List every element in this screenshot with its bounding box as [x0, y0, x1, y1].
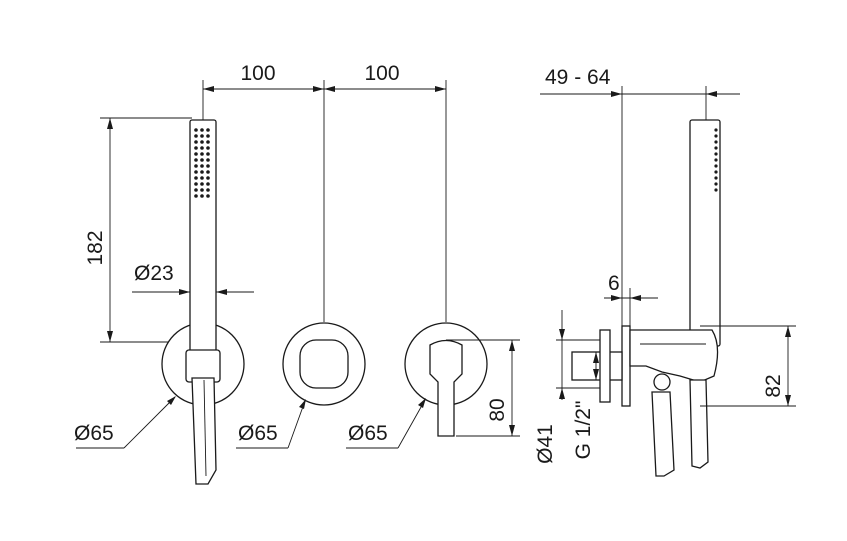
- thread-label: G 1/2": [572, 401, 595, 460]
- side-holder: [629, 329, 719, 383]
- side-nozzle-dot: [714, 182, 718, 186]
- handshower-diameter-label: Ø23: [134, 262, 174, 285]
- nozzle-dot: [206, 182, 210, 186]
- side-hose-1: [651, 391, 675, 477]
- nozzle-dot: [194, 194, 198, 198]
- hose: [191, 377, 217, 485]
- nozzle-dot: [194, 140, 198, 144]
- spacing-label-1: 100: [240, 62, 275, 85]
- nozzle-dot: [200, 146, 204, 150]
- nozzle-dot: [200, 194, 204, 198]
- side-view: 49 - 64 6 82 Ø41: [534, 66, 796, 477]
- spacing-label-2: 100: [364, 62, 399, 85]
- side-nozzle-dot: [714, 152, 718, 156]
- depth-range-label: 49 - 64: [545, 66, 611, 89]
- nozzle-dot: [200, 128, 204, 132]
- side-height-label: 82: [762, 374, 785, 397]
- nozzle-dot: [206, 194, 210, 198]
- diverter-plate-view: Ø65: [236, 98, 366, 449]
- nozzle-dot: [206, 176, 210, 180]
- nozzle-dot: [200, 152, 204, 156]
- nozzle-dot: [206, 170, 210, 174]
- nozzle-dot: [206, 146, 210, 150]
- mixer-lever: [429, 339, 463, 437]
- side-nozzle-dot: [714, 170, 718, 174]
- nozzle-dot: [194, 134, 198, 138]
- side-nozzle-dot: [714, 146, 718, 150]
- nozzle-dot: [206, 134, 210, 138]
- nozzle-dot: [200, 164, 204, 168]
- side-nozzle-dot: [714, 134, 718, 138]
- nozzle-dot: [200, 182, 204, 186]
- nozzle-dot: [194, 170, 198, 174]
- nozzle-dot: [206, 140, 210, 144]
- connection-flange: [599, 329, 611, 403]
- connection-diameter-label: Ø41: [534, 424, 557, 464]
- nozzle-dot: [194, 188, 198, 192]
- handshower-front-view: 182 Ø23 Ø65: [74, 117, 254, 485]
- side-spray-nozzles: [714, 128, 718, 192]
- side-nozzle-dot: [714, 188, 718, 192]
- nozzle-dot: [194, 128, 198, 132]
- plate-diameter-label-2: Ø65: [238, 422, 278, 445]
- side-nozzle-dot: [714, 164, 718, 168]
- nozzle-dot: [194, 158, 198, 162]
- holder-knob: [653, 373, 671, 391]
- nozzle-dot: [200, 170, 204, 174]
- handshower-length-label: 182: [84, 230, 107, 265]
- nozzle-dot: [206, 128, 210, 132]
- handle-height-label: 80: [486, 398, 509, 421]
- nozzle-dot: [200, 188, 204, 192]
- diverter-knob: [299, 339, 349, 389]
- nozzle-dot: [206, 164, 210, 168]
- side-nozzle-dot: [714, 128, 718, 132]
- handshower-holder: [185, 349, 221, 383]
- handshower-body: [189, 119, 217, 377]
- nozzle-dot: [206, 158, 210, 162]
- plate-diameter-label-3: Ø65: [348, 422, 388, 445]
- nozzle-dot: [194, 146, 198, 150]
- side-nozzle-dot: [714, 140, 718, 144]
- side-hose-2: [689, 379, 709, 469]
- plate-offset-label: 6: [608, 272, 620, 295]
- mixer-plate-view: 80 Ø65: [346, 98, 520, 449]
- spray-nozzles: [194, 128, 210, 198]
- side-nozzle-dot: [714, 176, 718, 180]
- nozzle-dot: [200, 176, 204, 180]
- side-wall-plate: [621, 325, 631, 407]
- plate-diameter-label-1: Ø65: [74, 422, 114, 445]
- side-nozzle-dot: [714, 158, 718, 162]
- nozzle-dot: [200, 158, 204, 162]
- nozzle-dot: [194, 164, 198, 168]
- nozzle-dot: [200, 140, 204, 144]
- nozzle-dot: [194, 152, 198, 156]
- nozzle-dot: [200, 134, 204, 138]
- top-spacing-dimensions: 100 100: [202, 62, 447, 128]
- nozzle-dot: [206, 188, 210, 192]
- nozzle-dot: [194, 182, 198, 186]
- nozzle-dot: [194, 176, 198, 180]
- nozzle-dot: [206, 152, 210, 156]
